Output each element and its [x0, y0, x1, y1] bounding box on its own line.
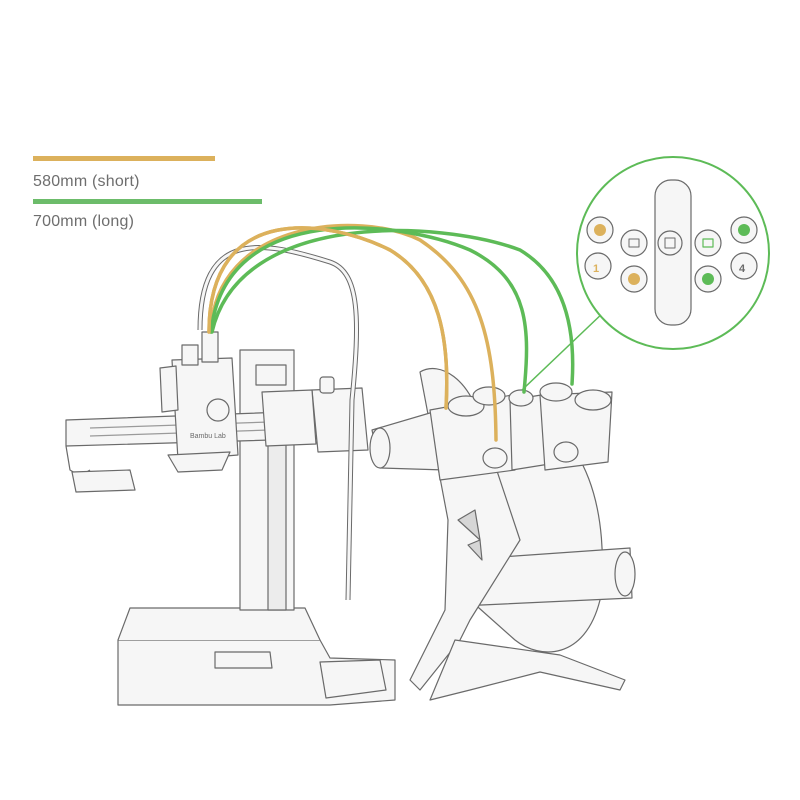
lower-port-left: [482, 447, 508, 469]
callout-port-center: [657, 230, 683, 256]
legend-swatch-short: [33, 156, 215, 161]
hub-cylinder-4: [539, 382, 573, 402]
stand-cutout-2: [467, 539, 483, 561]
x-motor: [311, 387, 369, 453]
holder-cap-right: [614, 551, 636, 597]
callout-port-8: [730, 252, 758, 280]
hub-cylinder-5: [574, 389, 612, 411]
callout-port-3: [584, 252, 612, 280]
stand-cutout-1: [457, 509, 481, 541]
tube-short-2: [209, 223, 498, 442]
slot-number-4: 4: [739, 263, 746, 275]
callout-port-2: [620, 229, 648, 257]
rail-carriage: [261, 389, 317, 447]
front-screen: [319, 659, 387, 699]
motor-knob: [319, 376, 335, 394]
toolhead-side: [159, 365, 179, 413]
stand-feet: [429, 639, 626, 701]
legend-swatch-long: [33, 199, 262, 204]
column-cap: [255, 364, 287, 386]
tube-coupler-1: [181, 344, 199, 366]
toolhead-fan: [206, 398, 230, 422]
legend-label-short: 580mm (short): [33, 173, 140, 190]
tube-coupler-2: [201, 331, 219, 363]
printer: Bambu Lab: [65, 244, 396, 706]
lower-port-right: [553, 441, 579, 463]
legend-label-long: 700mm (long): [33, 213, 135, 230]
tube-long-2: [210, 228, 575, 386]
print-bed: [117, 607, 321, 641]
rail-foot: [71, 469, 136, 493]
hub-cylinder-3: [508, 389, 534, 407]
ptfe-tubes: [207, 223, 575, 442]
hub-cylinder-2: [472, 386, 506, 406]
tube-long-1: [209, 226, 529, 394]
tube-short-1-overlay: [207, 226, 449, 410]
callout-port-5: [694, 229, 722, 257]
ams-hub-stand: [369, 367, 636, 701]
bed-handle: [214, 651, 273, 669]
slot-number-1: 1: [593, 263, 599, 275]
hub-callout: 1 4: [521, 156, 770, 391]
printer-brand: Bambu Lab: [190, 433, 226, 440]
left-arm-cap: [369, 427, 391, 469]
callout-leader: [521, 309, 607, 391]
nozzle-housing: [167, 451, 231, 473]
